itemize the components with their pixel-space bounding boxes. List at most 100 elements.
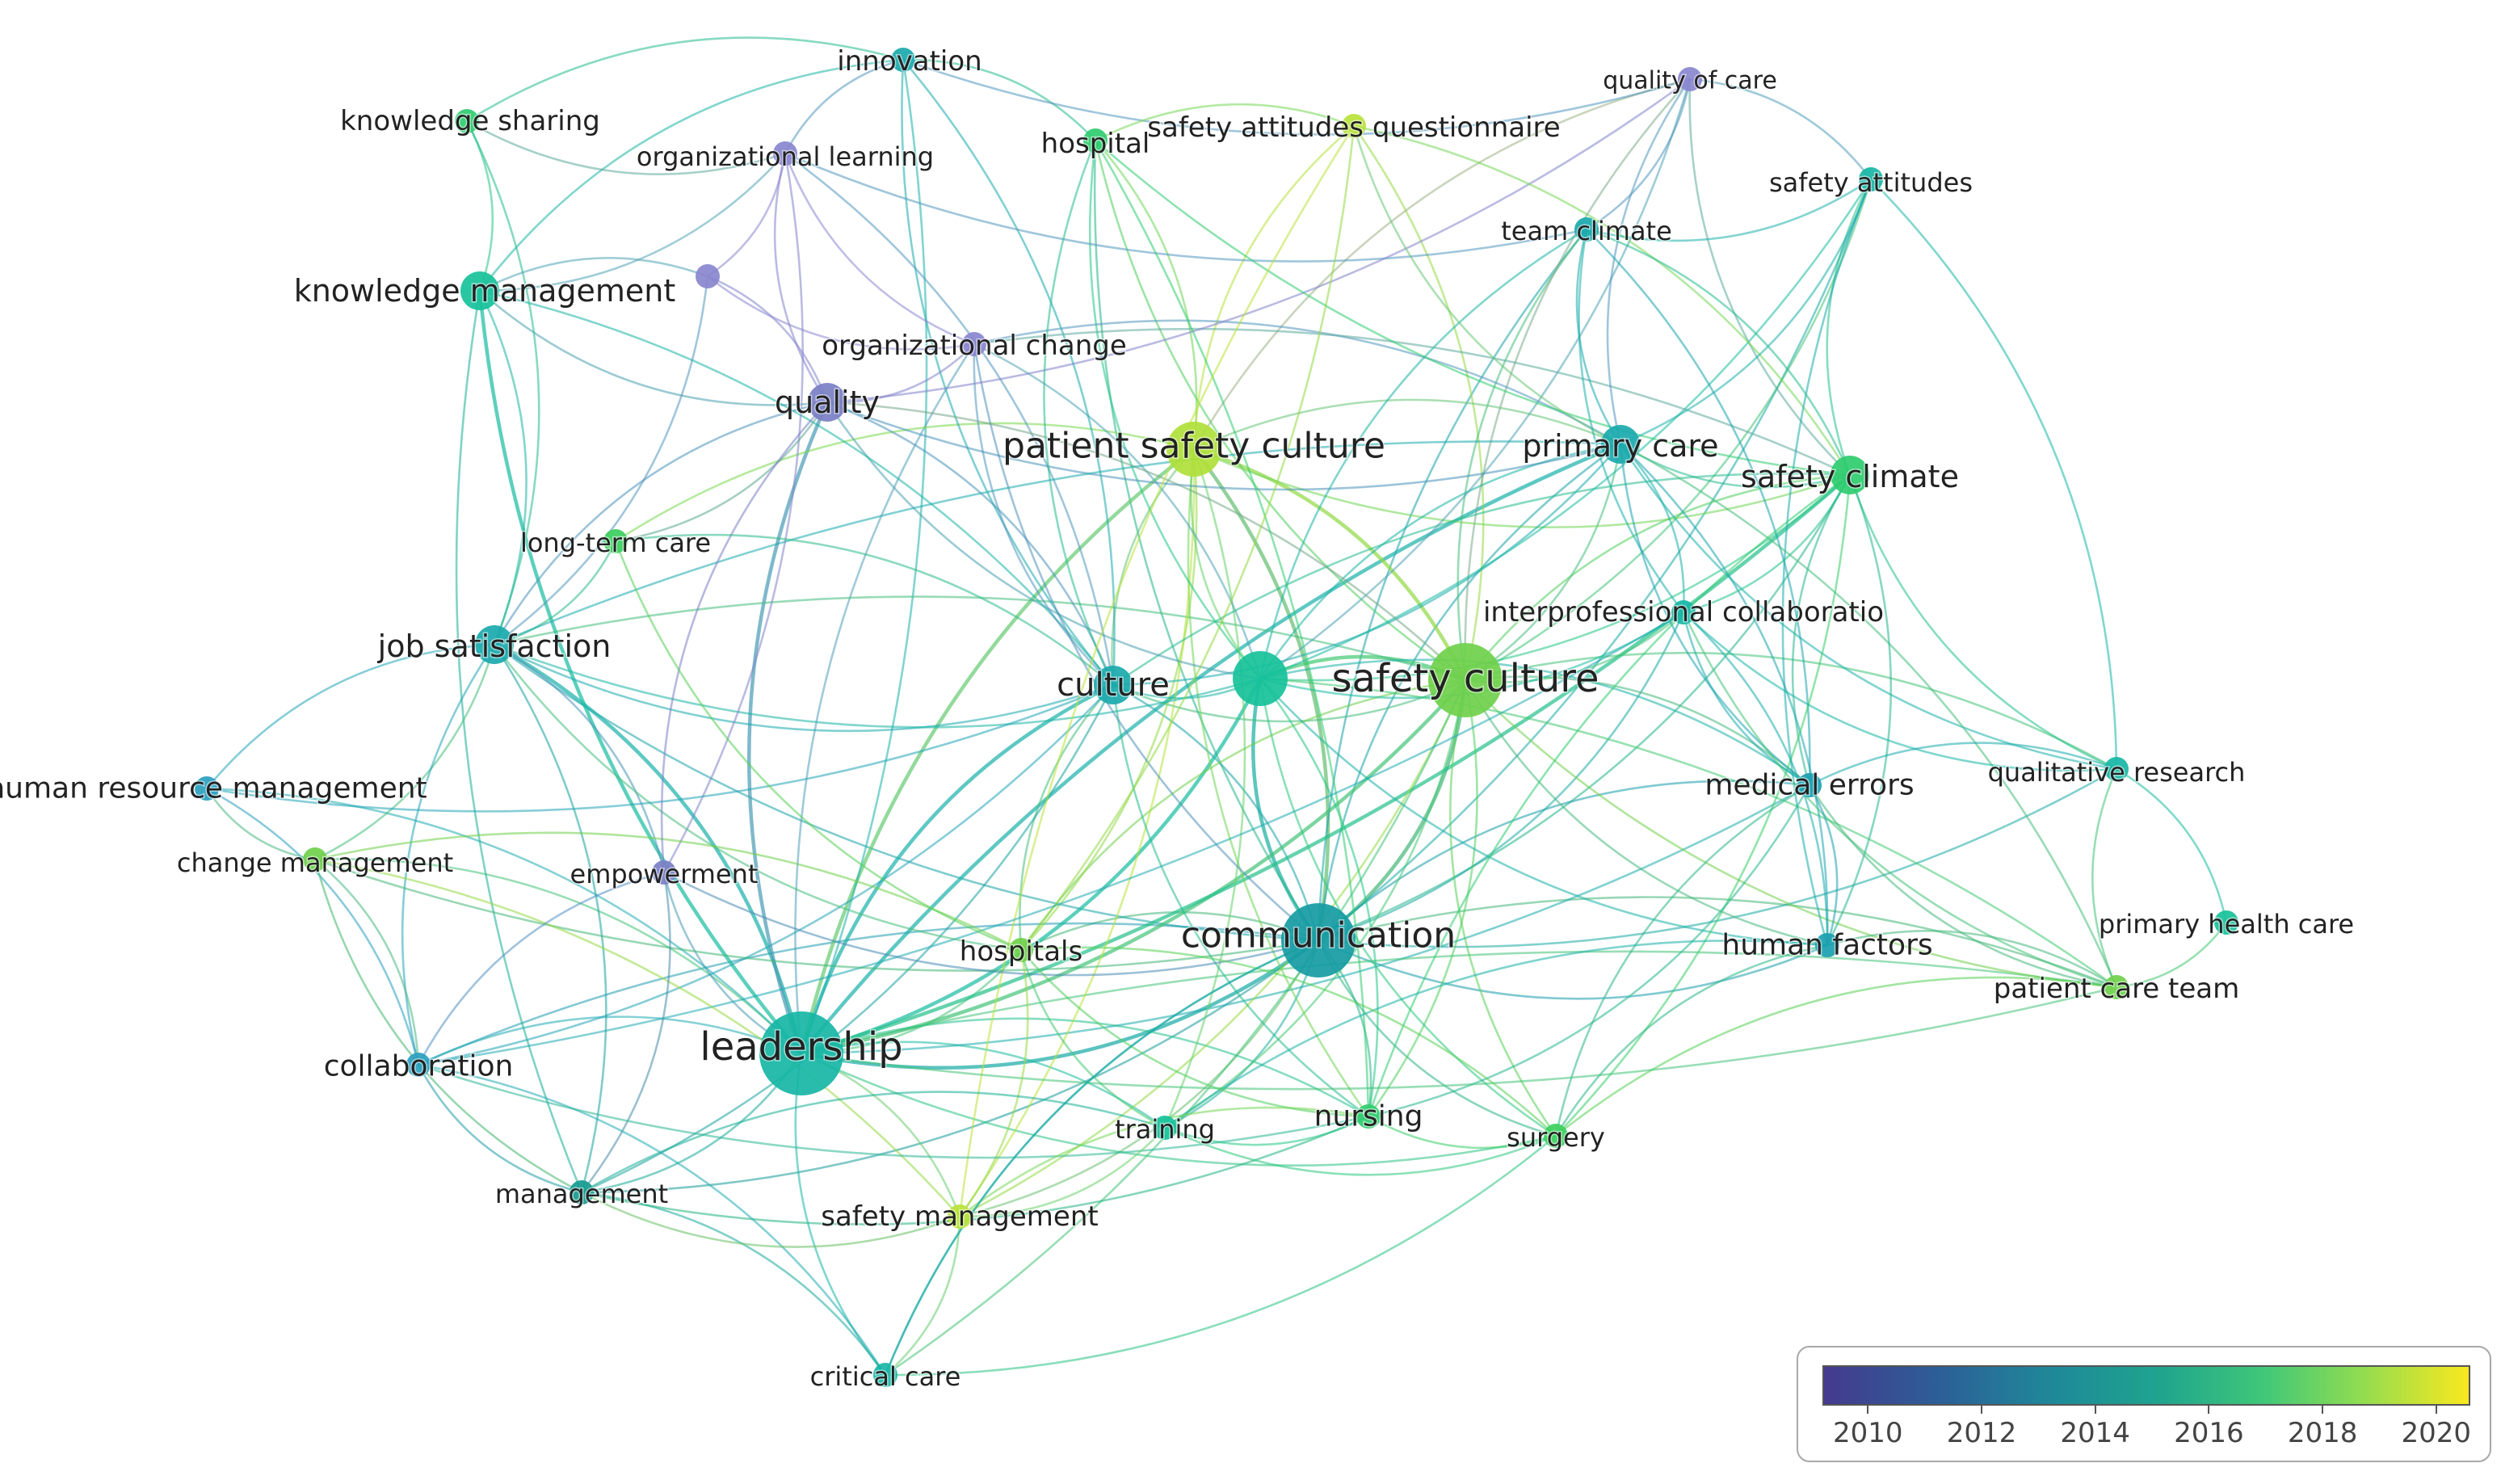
edge-knowledge_sharing-organizational_learning: [465, 120, 787, 175]
node-nursing[interactable]: [1356, 1104, 1381, 1129]
edge-safety_climate-nursing: [1367, 473, 1852, 1118]
node-primary-care[interactable]: [1601, 425, 1640, 464]
node-change-management[interactable]: [303, 847, 327, 872]
edge-primary_care-patient_care_team: [1619, 443, 2118, 989]
edge-safety_attitudes_questionnaire-hospitals: [1019, 124, 1356, 952]
node-primary-health-care[interactable]: [2214, 910, 2238, 935]
edge-unlabeled_teal-patient_care_team: [1259, 677, 2118, 989]
edge-hospital-nursing: [1094, 139, 1370, 1118]
node-quality[interactable]: [808, 383, 847, 422]
label-long-term-care: long-term care: [520, 528, 711, 558]
node-hospital[interactable]: [1083, 128, 1108, 153]
node-culture[interactable]: [1094, 666, 1133, 704]
node-critical-care[interactable]: [873, 1363, 897, 1387]
edge-safety_attitudes_questionnaire-primary_care: [1352, 124, 1622, 446]
edge-organizational_learning-quality: [773, 152, 829, 404]
node-innovation[interactable]: [891, 48, 915, 72]
label-team-climate: team climate: [1501, 216, 1672, 246]
edge-interprofessional_collaboration-human_factors: [1682, 611, 1829, 947]
edge-safety_culture-nursing: [1367, 679, 1478, 1118]
edge-management-training: [580, 1091, 1166, 1194]
node-collaboration[interactable]: [406, 1053, 431, 1077]
node-safety-attitudes-questionnaire[interactable]: [1342, 114, 1366, 138]
edge-leadership-human_resource_management: [205, 787, 803, 1055]
edge-safety_culture-patient_safety_culture: [1192, 447, 1468, 683]
edge-organizational_change-communication: [973, 343, 1320, 942]
node-team-climate[interactable]: [1574, 217, 1599, 242]
edge-patient_safety_culture-quality_of_care: [1192, 78, 1692, 451]
edge-patient_safety_culture-culture: [1111, 448, 1196, 687]
edge-primary_care-human_factors: [1619, 443, 1829, 947]
node-human-factors[interactable]: [1815, 933, 1839, 957]
node-hospitals[interactable]: [1009, 938, 1033, 962]
edge-culture-safety_climate: [1112, 472, 1852, 687]
edge-safety_attitudes-team_climate: [1585, 178, 1873, 242]
edge-quality-job_satisfaction: [493, 401, 829, 646]
edge-safety_culture-training: [1163, 679, 1467, 1129]
edge-safety_culture-safety_attitudes_questionnaire: [1352, 124, 1485, 682]
edge-leadership-patient_care_team: [800, 950, 2118, 1055]
edge-quality-long_term_care: [614, 401, 829, 543]
edge-safety_culture-hospitals: [1019, 679, 1467, 952]
node-unlabeled-teal[interactable]: [1233, 651, 1288, 706]
node-human-resource-management[interactable]: [195, 776, 219, 801]
node-unlabeled-purple[interactable]: [696, 264, 720, 288]
edge-safety_climate-human_factors: [1826, 473, 1893, 947]
node-safety-attitudes[interactable]: [1859, 167, 1883, 191]
edge-safety_climate-qualitative_research: [1848, 473, 2118, 771]
node-qualitative-research[interactable]: [2104, 757, 2129, 781]
label-organizational-learning: organizational learning: [637, 141, 934, 172]
edge-innovation-culture: [902, 58, 1116, 687]
edge-leadership-organizational_change: [794, 343, 976, 1055]
node-quality-of-care[interactable]: [1678, 67, 1702, 91]
label-knowledge-sharing: knowledge sharing: [340, 105, 600, 137]
node-leadership[interactable]: [759, 1011, 843, 1095]
node-interprofessional-collaboration[interactable]: [1671, 600, 1696, 624]
legend-tick-mark-2018: [2322, 1406, 2324, 1414]
label-surgery: surgery: [1507, 1122, 1605, 1153]
edge-safety_culture-quality_of_care: [1464, 78, 1692, 682]
edge-innovation-organizational_learning: [784, 58, 905, 155]
edge-hospital-culture: [1043, 139, 1115, 687]
node-safety-culture[interactable]: [1428, 643, 1503, 717]
node-long-term-care[interactable]: [603, 529, 628, 553]
edge-unlabeled_teal-nursing: [1259, 677, 1379, 1118]
edge-empowerment-management: [580, 871, 671, 1194]
edge-unlabeled_teal-organizational_change: [973, 343, 1262, 680]
edge-innovation-quality_of_care: [902, 58, 1692, 136]
edge-unlabeled_purple-organizational_change: [706, 275, 976, 351]
node-safety-climate[interactable]: [1831, 456, 1869, 494]
label-interprofessional-collaboration: interprofessional collaboratio: [1483, 596, 1884, 628]
node-patient-safety-culture[interactable]: [1166, 422, 1221, 477]
edge-unlabeled_teal-medical_errors: [1259, 658, 1811, 787]
node-job-satisfaction[interactable]: [475, 625, 514, 664]
node-medical-errors[interactable]: [1797, 773, 1822, 797]
edge-medical_errors-human_factors: [1808, 784, 1839, 947]
node-surgery[interactable]: [1544, 1124, 1568, 1148]
edge-safety_culture-qualitative_research: [1464, 651, 2118, 771]
edge-empowerment-collaboration: [417, 871, 666, 1066]
edge-organizational_learning-organizational_change: [784, 152, 976, 346]
edge-patient_safety_culture-training: [1163, 448, 1246, 1129]
edge-safety_culture-primary_care: [1464, 443, 1622, 682]
node-knowledge-management[interactable]: [460, 271, 499, 310]
node-patient-care-team[interactable]: [2104, 975, 2129, 999]
edge-safety_climate-interprofessional_collaboration: [1682, 473, 1852, 614]
edge-human_resource_management-collaboration: [205, 787, 420, 1066]
node-management[interactable]: [570, 1180, 594, 1204]
edge-organizational_learning-unlabeled_purple: [706, 152, 787, 278]
label-communication: communication: [1181, 915, 1456, 956]
edge-safety_management-nursing: [958, 1106, 1370, 1218]
edge-unlabeled_teal-human_factors: [1259, 677, 1829, 947]
node-organizational-change[interactable]: [962, 332, 986, 356]
edge-culture-organizational_learning: [784, 152, 1115, 687]
node-training[interactable]: [1153, 1116, 1177, 1140]
node-organizational-learning[interactable]: [773, 141, 797, 166]
node-knowledge-sharing[interactable]: [455, 109, 479, 133]
node-safety-management[interactable]: [948, 1204, 972, 1229]
node-empowerment[interactable]: [652, 860, 676, 885]
edge-organizational_learning-team_climate: [784, 152, 1588, 263]
edge-leadership-unlabeled_teal: [799, 676, 1263, 1056]
edge-primary_care-interprofessional_collaboration: [1619, 443, 1685, 614]
node-communication[interactable]: [1281, 903, 1356, 977]
